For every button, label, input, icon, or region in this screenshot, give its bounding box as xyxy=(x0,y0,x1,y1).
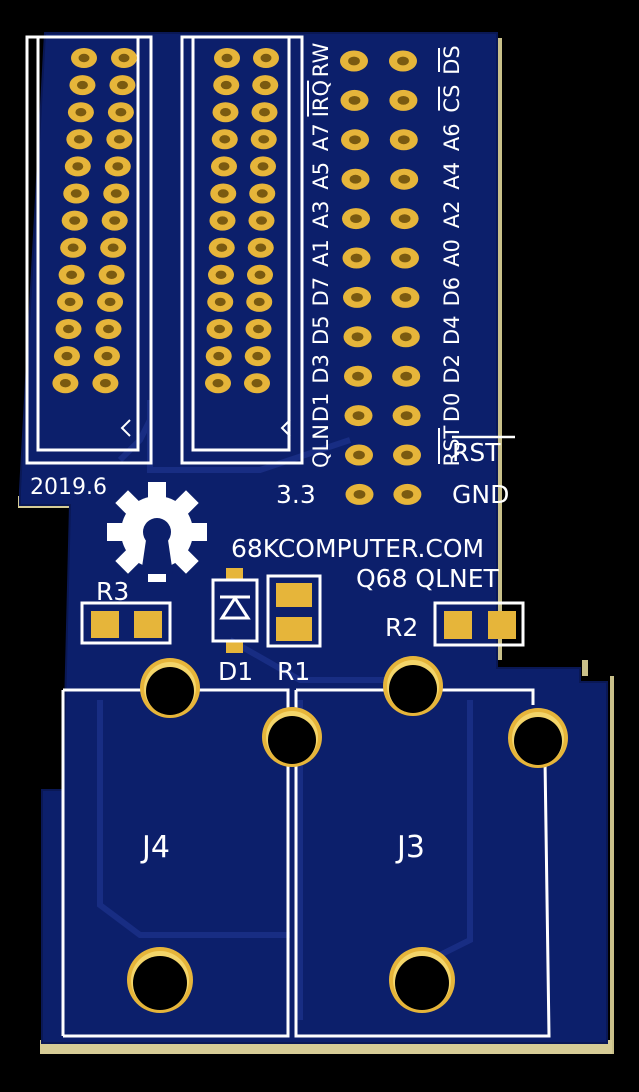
r3-pad xyxy=(91,611,119,638)
signal-label: A4 xyxy=(440,162,464,190)
r2-label: R2 xyxy=(385,613,418,642)
signal-label: D5 xyxy=(309,315,333,345)
signal-label: A5 xyxy=(309,162,333,190)
header-right-pads xyxy=(205,48,279,394)
r2-pad xyxy=(444,611,472,639)
pin1-marker-left xyxy=(120,419,131,437)
label-rst: RST xyxy=(452,438,501,467)
signal-label: IRQ xyxy=(309,80,333,117)
label-gnd: GND xyxy=(452,480,509,509)
r1-label: R1 xyxy=(277,657,310,686)
board-edge xyxy=(40,34,614,1054)
signal-label: A6 xyxy=(440,123,464,151)
r3-footprint xyxy=(80,601,172,645)
signal-pads xyxy=(340,50,422,505)
header-left-pads xyxy=(52,48,137,394)
header-left-frame xyxy=(25,35,153,465)
signal-label: A1 xyxy=(309,239,333,267)
signal-label: QLN xyxy=(309,424,333,468)
signal-label: A2 xyxy=(440,201,464,229)
r2-pad xyxy=(488,611,516,639)
signal-label: A3 xyxy=(309,201,333,229)
signal-label: D7 xyxy=(309,277,333,307)
r1-footprint xyxy=(266,574,322,648)
j3-label: J3 xyxy=(395,830,425,865)
signal-label: D3 xyxy=(309,354,333,384)
d1-pad xyxy=(226,641,243,653)
signal-label: RW xyxy=(309,43,333,78)
connector-holes xyxy=(127,656,568,1013)
signal-label: DS xyxy=(440,45,464,75)
signal-label: D1 xyxy=(309,393,333,423)
r3-pad xyxy=(134,611,162,638)
signal-label: D2 xyxy=(440,354,464,384)
signal-label: RST xyxy=(440,425,464,466)
d1-pad xyxy=(226,568,243,580)
header-right-frame xyxy=(180,35,304,465)
signal-label: D4 xyxy=(440,315,464,345)
r1-pad xyxy=(276,617,312,641)
signal-label: CS xyxy=(440,85,464,113)
r2-footprint xyxy=(433,601,525,647)
website-label: 68KCOMPUTER.COM xyxy=(231,534,484,563)
signal-label: A0 xyxy=(440,239,464,267)
r1-pad xyxy=(276,583,312,607)
year-label: 2019.6 xyxy=(30,475,107,500)
j4-label: J4 xyxy=(140,830,170,865)
signal-label: D6 xyxy=(440,277,464,307)
diode-symbol xyxy=(219,595,251,620)
d1-footprint xyxy=(211,578,259,643)
d1-label: D1 xyxy=(218,657,253,686)
pin1-marker-right xyxy=(280,419,291,437)
open-hardware-gear-icon xyxy=(107,482,207,582)
label-3v3: 3.3 xyxy=(276,480,316,509)
signal-label: D0 xyxy=(440,393,464,423)
pcb-board xyxy=(20,33,607,1043)
product-label: Q68 QLNET xyxy=(356,564,500,593)
signal-label: A7 xyxy=(309,123,333,151)
r3-label: R3 xyxy=(96,577,129,606)
